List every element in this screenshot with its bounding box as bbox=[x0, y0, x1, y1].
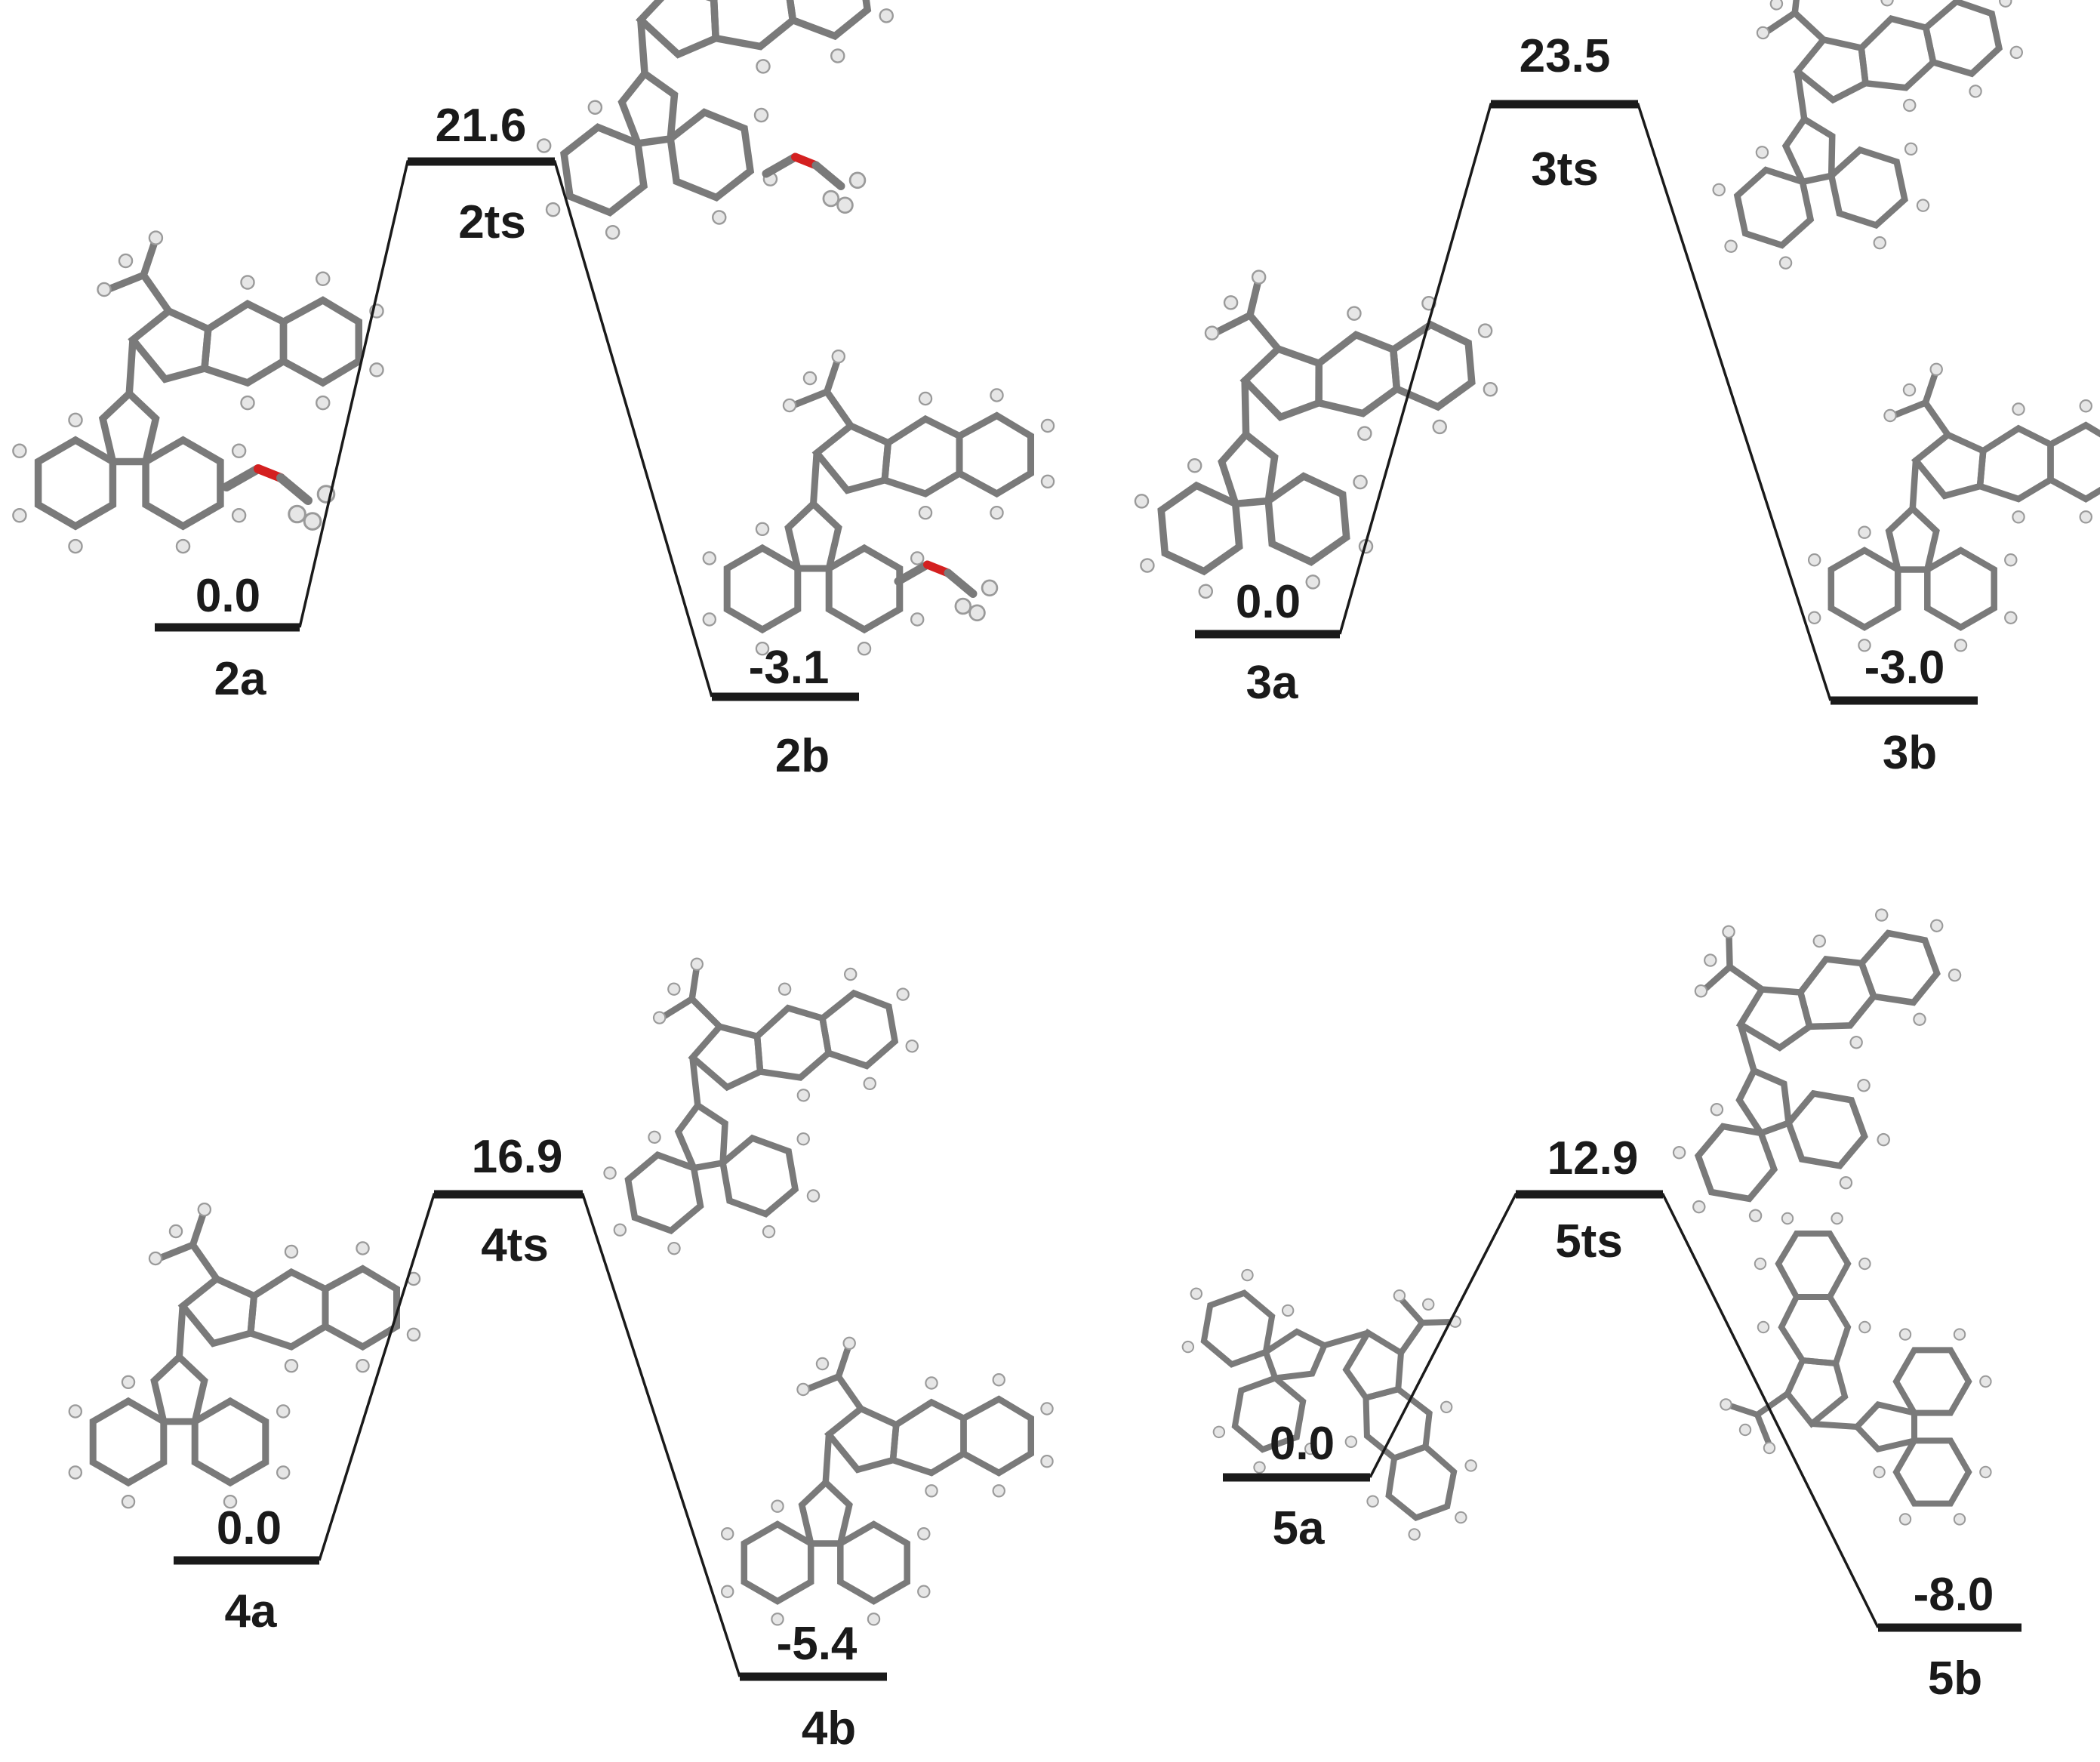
panel-2: 0.0 2a 21.6 2ts -3.1 2b bbox=[155, 100, 859, 782]
label-4ts: 4ts bbox=[481, 1219, 549, 1271]
energy-4ts: 16.9 bbox=[472, 1131, 563, 1183]
molecule-5b-image bbox=[1720, 1213, 1991, 1525]
molecule-4b-image bbox=[722, 1338, 1053, 1625]
energy-3b: -3.0 bbox=[1864, 642, 1945, 694]
molecule-4ts-image bbox=[570, 923, 946, 1264]
molecule-structures bbox=[13, 0, 2100, 1625]
energy-2ts: 21.6 bbox=[436, 100, 527, 152]
panel-5: 0.0 5a 12.9 5ts -8.0 5b bbox=[1223, 1132, 2021, 1705]
molecule-2b-image bbox=[704, 350, 1054, 655]
panel-3: 0.0 3a 23.5 3ts -3.0 3b bbox=[1195, 30, 1978, 779]
energy-5b: -8.0 bbox=[1914, 1569, 1994, 1621]
label-3ts: 3ts bbox=[1531, 143, 1599, 196]
label-5a: 5a bbox=[1273, 1502, 1325, 1554]
molecule-3b-image bbox=[1809, 364, 2100, 652]
label-2b: 2b bbox=[775, 730, 830, 782]
energy-4a: 0.0 bbox=[217, 1502, 282, 1554]
molecule-2b-methoxy bbox=[898, 565, 997, 621]
molecule-3ts-image bbox=[1673, 0, 2056, 280]
energy-2a: 0.0 bbox=[196, 570, 260, 622]
energy-3ts: 23.5 bbox=[1520, 30, 1611, 82]
molecule-3a-image bbox=[1116, 251, 1513, 603]
label-2a: 2a bbox=[214, 653, 266, 705]
label-2ts: 2ts bbox=[458, 196, 526, 248]
energy-5ts: 12.9 bbox=[1547, 1132, 1639, 1184]
molecule-4a-image bbox=[69, 1203, 420, 1508]
energy-5a: 0.0 bbox=[1270, 1418, 1335, 1470]
panel-4: 0.0 4a 16.9 4ts -5.4 4b bbox=[174, 1131, 887, 1754]
label-3b: 3b bbox=[1883, 727, 1937, 779]
label-5b: 5b bbox=[1928, 1653, 1982, 1705]
label-4b: 4b bbox=[802, 1702, 856, 1754]
molecule-5a-image bbox=[1165, 1207, 1526, 1592]
energy-4b: -5.4 bbox=[777, 1618, 858, 1670]
label-4a: 4a bbox=[225, 1585, 277, 1637]
label-5ts: 5ts bbox=[1555, 1215, 1623, 1268]
energy-3a: 0.0 bbox=[1236, 576, 1301, 628]
molecule-5ts-image bbox=[1606, 857, 2015, 1240]
label-3a: 3a bbox=[1246, 657, 1298, 709]
molecule-2ts-methoxy bbox=[766, 157, 865, 213]
energy-2b: -3.1 bbox=[749, 642, 830, 694]
